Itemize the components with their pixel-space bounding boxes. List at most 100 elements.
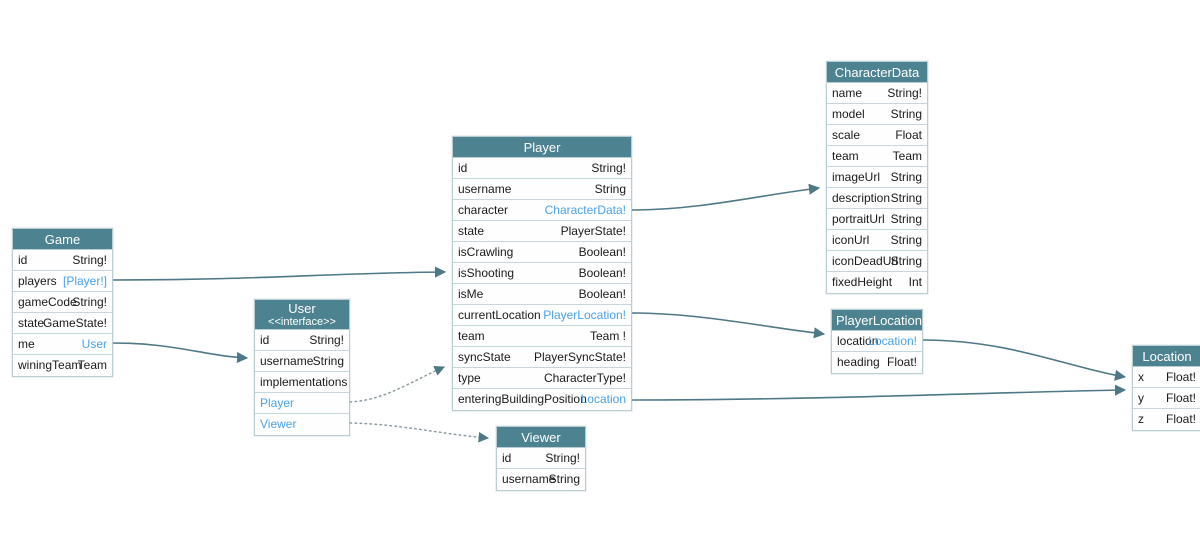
field-row[interactable]: scale Float xyxy=(827,125,927,146)
field-row[interactable]: y Float! xyxy=(1133,388,1200,409)
field-row[interactable]: portraitUrl String xyxy=(827,209,927,230)
field-name: username xyxy=(458,182,512,196)
field-name: me xyxy=(18,337,35,351)
field-row[interactable]: description String xyxy=(827,188,927,209)
field-type: PlayerSyncState! xyxy=(533,350,626,364)
field-name: fixedHeight xyxy=(832,275,893,289)
implementation-player[interactable]: Player xyxy=(255,393,349,414)
entity-player-title: Player xyxy=(453,137,631,158)
field-name: enteringBuildingPosition xyxy=(458,392,587,406)
edge-user-implements-viewer xyxy=(349,422,490,443)
field-type: String! xyxy=(72,295,107,309)
field-type: GameState! xyxy=(42,316,107,330)
field-row[interactable]: team Team xyxy=(827,146,927,167)
field-row[interactable]: type CharacterType! xyxy=(453,368,631,389)
field-type: String! xyxy=(72,253,107,267)
field-name: imageUrl xyxy=(832,170,881,184)
field-row[interactable]: id String! xyxy=(453,158,631,179)
field-type: Float xyxy=(895,128,922,142)
field-row[interactable]: isCrawling Boolean! xyxy=(453,242,631,263)
field-type: Team xyxy=(892,149,922,163)
field-type: Team xyxy=(77,358,107,372)
field-row[interactable]: iconDeadUrl String xyxy=(827,251,927,272)
field-row[interactable]: imageUrl String xyxy=(827,167,927,188)
field-row[interactable]: isShooting Boolean! xyxy=(453,263,631,284)
field-name: iconDeadUrl xyxy=(832,254,899,268)
entity-user-stereotype: <<interface>> xyxy=(268,315,336,328)
field-name: id xyxy=(18,253,28,267)
field-row[interactable]: state GameState! xyxy=(13,313,112,334)
field-row[interactable]: me User xyxy=(13,334,112,355)
edge-game-players-to-player xyxy=(112,266,447,281)
entity-player[interactable]: Player id String! username String charac… xyxy=(452,136,632,411)
field-type: String! xyxy=(591,161,626,175)
field-name: username xyxy=(502,472,556,486)
field-row[interactable]: character CharacterData! xyxy=(453,200,631,221)
field-name: type xyxy=(458,371,481,385)
field-row[interactable]: z Float! xyxy=(1133,409,1200,430)
field-row[interactable]: location Location! xyxy=(832,331,922,352)
field-type: Float! xyxy=(1165,391,1196,405)
field-type[interactable]: PlayerLocation! xyxy=(543,308,626,322)
field-name: currentLocation xyxy=(458,308,541,322)
field-name: x xyxy=(1138,370,1144,384)
field-name: scale xyxy=(832,128,861,142)
field-row[interactable]: enteringBuildingPosition Location xyxy=(453,389,631,410)
field-name: model xyxy=(832,107,865,121)
field-name: username xyxy=(260,354,314,368)
field-type[interactable]: Location xyxy=(580,392,626,406)
field-name: state xyxy=(458,224,485,238)
field-name: iconUrl xyxy=(832,233,870,247)
field-row[interactable]: heading Float! xyxy=(832,352,922,373)
entity-characterdata-title: CharacterData xyxy=(827,62,927,83)
entity-user[interactable]: User <<interface>> id String! username S… xyxy=(254,299,350,436)
field-type: String xyxy=(890,107,922,121)
field-row[interactable]: fixedHeight Int xyxy=(827,272,927,293)
entity-user-name: User xyxy=(288,301,316,316)
entity-viewer[interactable]: Viewer id String! username String xyxy=(496,426,586,491)
entity-location[interactable]: Location x Float! y Float! z Float! xyxy=(1132,345,1200,431)
field-type: Int xyxy=(908,275,922,289)
edge-user-implements-player xyxy=(349,366,445,403)
field-row[interactable]: model String xyxy=(827,104,927,125)
implementation-viewer[interactable]: Viewer xyxy=(255,414,349,435)
field-row[interactable]: id String! xyxy=(255,330,349,351)
field-type: String xyxy=(594,182,626,196)
field-row[interactable]: username String xyxy=(453,179,631,200)
field-name: character xyxy=(458,203,509,217)
field-type[interactable]: CharacterData! xyxy=(544,203,626,217)
field-row[interactable]: id String! xyxy=(497,448,585,469)
field-row[interactable]: syncState PlayerSyncState! xyxy=(453,347,631,368)
field-row[interactable]: isMe Boolean! xyxy=(453,284,631,305)
field-row[interactable]: winingTeam Team xyxy=(13,355,112,376)
field-row[interactable]: username String xyxy=(497,469,585,490)
entity-characterdata[interactable]: CharacterData name String! model String … xyxy=(826,61,928,294)
field-row[interactable]: username String xyxy=(255,351,349,372)
field-name: name xyxy=(832,86,863,100)
field-type: Float! xyxy=(1165,412,1196,426)
field-type[interactable]: Location! xyxy=(868,334,917,348)
field-name: id xyxy=(502,451,512,465)
field-row[interactable]: players [Player!] xyxy=(13,271,112,292)
field-type: String xyxy=(890,254,922,268)
entity-game[interactable]: Game id String! players [Player!] gameCo… xyxy=(12,228,113,377)
field-row[interactable]: gameCode String! xyxy=(13,292,112,313)
field-row[interactable]: x Float! xyxy=(1133,367,1200,388)
field-type: Boolean! xyxy=(578,287,626,301)
field-type: Float! xyxy=(1165,370,1196,384)
field-row[interactable]: state PlayerState! xyxy=(453,221,631,242)
field-name: winingTeam xyxy=(18,358,82,372)
field-row[interactable]: name String! xyxy=(827,83,927,104)
field-type: Float! xyxy=(886,355,917,369)
field-row[interactable]: team Team ! xyxy=(453,326,631,347)
field-type[interactable]: User xyxy=(81,337,107,351)
field-row[interactable]: currentLocation PlayerLocation! xyxy=(453,305,631,326)
entity-playerlocation[interactable]: PlayerLocation location Location! headin… xyxy=(831,309,923,374)
field-row[interactable]: iconUrl String xyxy=(827,230,927,251)
field-type[interactable]: [Player!] xyxy=(62,274,107,288)
field-type: String! xyxy=(887,86,922,100)
field-row[interactable]: id String! xyxy=(13,250,112,271)
field-name: id xyxy=(458,161,468,175)
entity-location-title: Location xyxy=(1133,346,1200,367)
entity-viewer-title: Viewer xyxy=(497,427,585,448)
